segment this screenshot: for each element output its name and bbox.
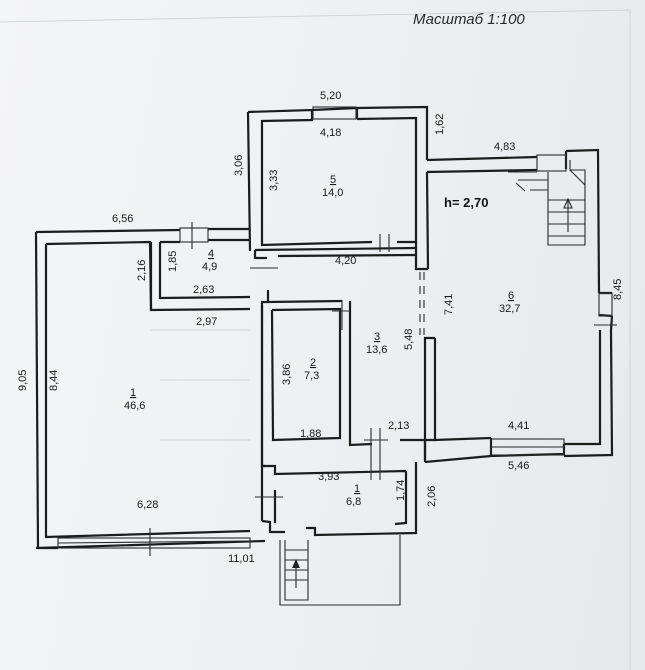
dim-bottom-6-outer: 5,46 <box>508 460 529 472</box>
room-4-label: 4 4,9 <box>202 248 217 273</box>
ceiling-height: h= 2,70 <box>444 195 488 210</box>
dim-left-6: 7,41 <box>443 294 455 315</box>
room-2-label: 2 7,3 <box>304 357 319 382</box>
dim-right-hall-outer: 2,06 <box>426 486 438 507</box>
dim-right-6: 8,45 <box>612 279 624 300</box>
room6-bottom <box>424 438 566 464</box>
dim-right-hall-inner: 1,74 <box>395 480 407 501</box>
room-3-label: 3 13,6 <box>366 331 387 356</box>
window-room6-right <box>598 292 613 317</box>
room-number: 1 <box>354 483 360 495</box>
room-area: 7,3 <box>304 370 319 382</box>
dim-total-bottom: 11,01 <box>228 553 255 565</box>
dim-right-3: 5,48 <box>403 329 415 350</box>
window-room6-top <box>536 154 567 172</box>
openings <box>419 272 425 335</box>
dim-top-4: 6,56 <box>112 213 133 225</box>
dim-right-5: 1,62 <box>434 114 446 135</box>
staircase <box>279 160 586 606</box>
room-area: 13,6 <box>366 344 387 356</box>
dim-left-5-inner: 3,33 <box>268 170 280 191</box>
room-number: 6 <box>508 290 514 302</box>
hall-walls <box>260 462 418 537</box>
room3-walls <box>253 246 427 468</box>
dim-left-4-inner: 1,85 <box>167 251 179 272</box>
dim-top-6: 4,83 <box>494 141 515 153</box>
windows <box>57 106 613 549</box>
room-number: 4 <box>208 248 214 260</box>
room-1-label: 1 46,6 <box>124 387 145 412</box>
dim-mid-left: 2,97 <box>196 316 217 328</box>
room1-wall-outer <box>34 227 266 550</box>
dim-bottom-2: 1,88 <box>300 428 321 440</box>
room5-walls <box>246 105 429 252</box>
window-room5-top <box>312 106 357 120</box>
dimension-ticks <box>149 222 617 556</box>
dim-bottom-6-inner: 4,41 <box>508 420 529 432</box>
room-number: 5 <box>330 174 336 186</box>
room2-walls <box>260 305 342 466</box>
dim-left-5-outer: 3,06 <box>233 155 245 176</box>
room-number: 1 <box>130 387 136 399</box>
room-5-label: 5 14,0 <box>322 174 343 199</box>
dim-inner-5: 4,18 <box>320 127 341 139</box>
room-number: 2 <box>310 357 316 369</box>
room-number: 3 <box>374 331 380 343</box>
room-area: 4,9 <box>202 261 217 273</box>
window-room6-bottom <box>490 438 565 456</box>
dim-left-2: 3,86 <box>281 364 293 385</box>
dim-left-4-outer: 2,16 <box>136 260 148 281</box>
dim-bottom-4: 2,63 <box>193 284 214 296</box>
room-hall-label: 1 6,8 <box>346 483 361 508</box>
paper-guides <box>0 9 631 670</box>
dim-left-1: 9,05 <box>17 370 29 391</box>
dim-inner-left-1: 8,44 <box>48 370 60 391</box>
dim-top-3: 4,20 <box>335 255 356 267</box>
scale-label: Масштаб 1:100 <box>413 11 525 28</box>
dim-bottom-3: 2,13 <box>388 420 409 432</box>
dim-top-5: 5,20 <box>320 90 341 102</box>
room1-wall-inner <box>44 240 251 539</box>
dim-bottom-1: 6,28 <box>137 499 158 511</box>
window-room4 <box>179 227 209 243</box>
dim-top-hall: 3,93 <box>318 471 339 483</box>
room-area: 6,8 <box>346 496 361 508</box>
room-area: 32,7 <box>499 303 520 315</box>
room-area: 46,6 <box>124 400 145 412</box>
room-area: 14,0 <box>322 187 343 199</box>
room4-walls <box>149 238 251 310</box>
room-6-label: 6 32,7 <box>499 290 520 315</box>
